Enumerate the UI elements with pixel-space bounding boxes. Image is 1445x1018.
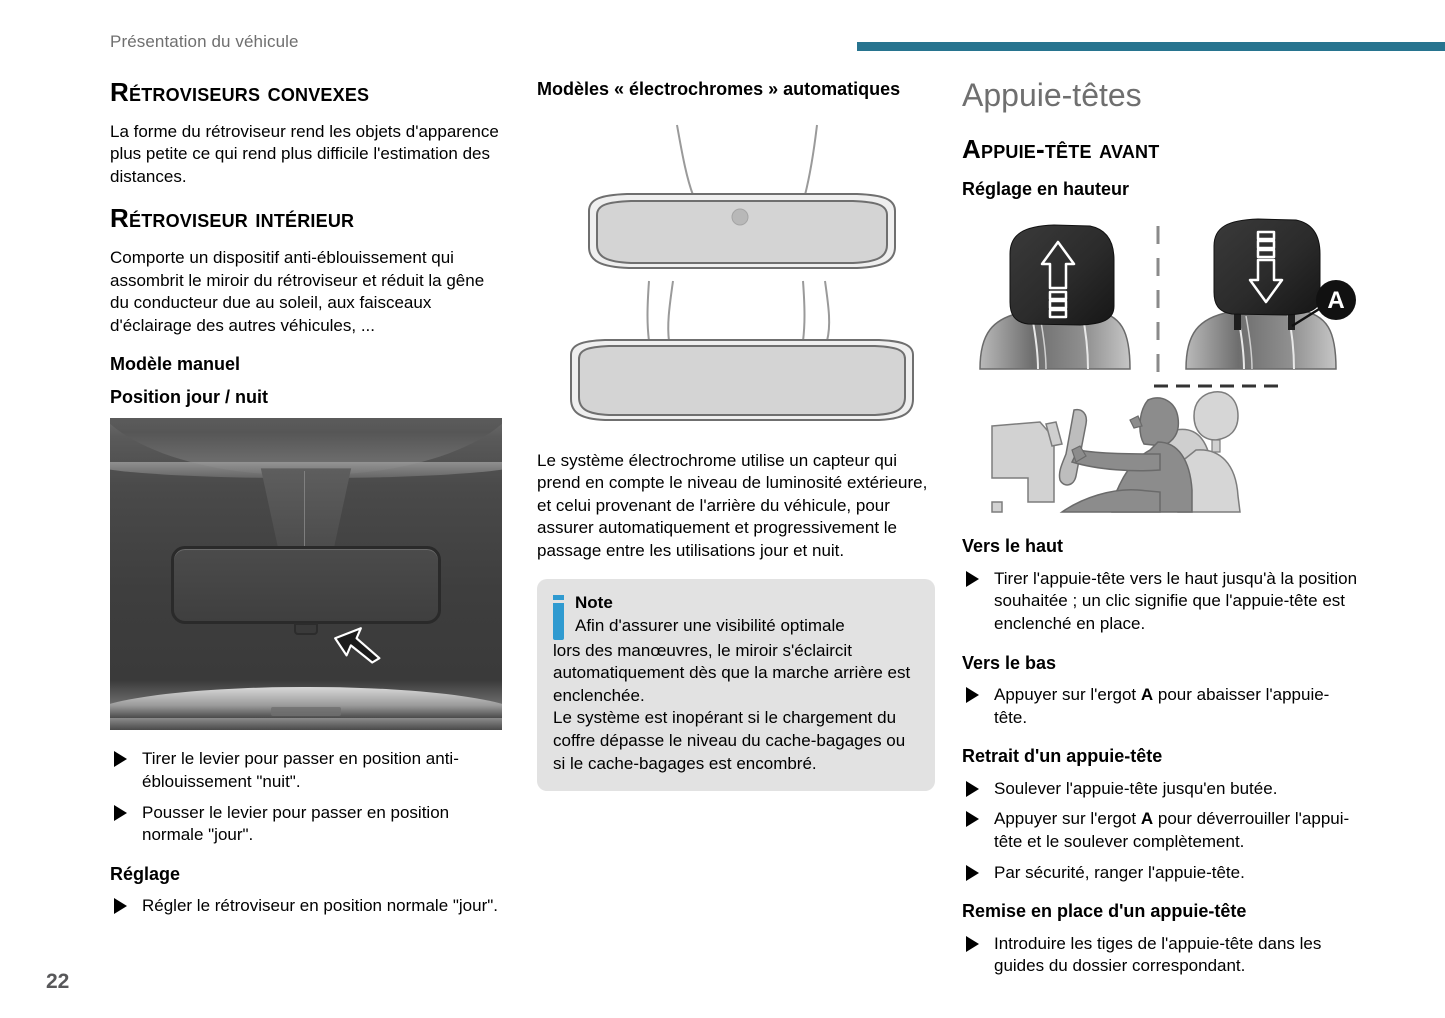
headrest-up-illustration bbox=[979, 224, 1131, 371]
subheading-electrochromes: Modèles « électrochromes » automatiques bbox=[537, 79, 901, 99]
triangle-bullet-icon bbox=[966, 811, 979, 828]
subheading-reglage: Réglage bbox=[110, 863, 181, 884]
bullet-list-remise: Introduire les tiges de l'appuie-tête da… bbox=[962, 933, 1362, 978]
triangle-bullet-icon bbox=[966, 687, 979, 704]
note-title: Note bbox=[575, 592, 613, 612]
electrochromic-mirror-diagram bbox=[570, 124, 914, 421]
paragraph-electrochrome: Le système électrochrome utilise un capt… bbox=[537, 450, 928, 560]
list-item: Régler le rétroviseur en position normal… bbox=[110, 895, 505, 918]
triangle-bullet-icon bbox=[114, 898, 127, 915]
paragraph-convexes: La forme du rétroviseur rend les objets … bbox=[110, 121, 499, 186]
pointer-arrow-icon bbox=[333, 627, 381, 664]
callout-circle-a bbox=[1316, 280, 1356, 321]
note-box: Note Afin d'assurer une visibilité optim… bbox=[537, 578, 935, 792]
right-column: Appuie-têtes Appuie-tête avant Réglage e… bbox=[962, 77, 1362, 992]
list-item: Introduire les tiges de l'appuie-tête da… bbox=[962, 933, 1362, 978]
note-first-line: Afin d'assurer une visibilité optimale bbox=[575, 615, 845, 635]
list-item-text: Appuyer sur l'ergot A pour abaisser l'ap… bbox=[994, 685, 1330, 727]
list-item: Appuyer sur l'ergot A pour déverrouiller… bbox=[962, 808, 1362, 853]
callout-label-a: A bbox=[1327, 287, 1344, 314]
header-rule bbox=[857, 42, 1445, 51]
triangle-bullet-icon bbox=[966, 935, 979, 952]
photo-mirror-stem bbox=[304, 471, 306, 553]
middle-column: Modèles « électrochromes » automatiques … bbox=[537, 78, 935, 792]
interior-mirror-photo bbox=[110, 418, 502, 731]
heading-appuie-tete-avant: Appuie-tête avant bbox=[962, 134, 1160, 165]
subheading-vers-le-haut: Vers le haut bbox=[962, 536, 1064, 557]
bullet-list-retrait: Soulever l'appuie-tête jusqu'en butée. A… bbox=[962, 778, 1362, 884]
list-item: Appuyer sur l'ergot A pour abaisser l'ap… bbox=[962, 684, 1362, 729]
running-head: Présentation du véhicule bbox=[110, 32, 299, 51]
heading-retroviseurs-convexes: Rétroviseurs convexes bbox=[110, 77, 370, 107]
list-item: Par sécurité, ranger l'appuie-tête. bbox=[962, 862, 1362, 885]
headrest-down-illustration: A bbox=[1185, 218, 1356, 371]
triangle-bullet-icon bbox=[966, 570, 979, 587]
info-icon bbox=[553, 594, 564, 640]
headrest-adjustment-diagram: A bbox=[979, 218, 1356, 514]
subheading-retrait: Retrait d'un appuie-tête bbox=[962, 746, 1163, 767]
list-item: Soulever l'appuie-tête jusqu'en butée. bbox=[962, 778, 1362, 801]
subheading-reglage-hauteur: Réglage en hauteur bbox=[962, 178, 1130, 199]
subheading-modele-manuel: Modèle manuel bbox=[110, 354, 241, 375]
bullet-list-lever: Tirer le levier pour passer en position … bbox=[110, 748, 505, 846]
triangle-bullet-icon bbox=[966, 864, 979, 881]
driver-posture-illustration bbox=[991, 384, 1278, 514]
bullet-list-reglage: Régler le rétroviseur en position normal… bbox=[110, 895, 505, 918]
photo-wiper bbox=[270, 707, 342, 717]
note-paragraph-1: lors des manœuvres, le miroir s'éclairci… bbox=[553, 640, 911, 705]
paragraph-interieur: Comporte un dispositif anti-éblouissemen… bbox=[110, 248, 485, 335]
subheading-vers-le-bas: Vers le bas bbox=[962, 652, 1057, 673]
list-item: Tirer l'appuie-tête vers le haut jusqu'à… bbox=[962, 568, 1362, 636]
list-item: Pousser le levier pour passer en positio… bbox=[110, 802, 505, 847]
bullet-list-vers-le-bas: Appuyer sur l'ergot A pour abaisser l'ap… bbox=[962, 684, 1362, 729]
page-title-appuie-tetes: Appuie-têtes bbox=[962, 77, 1142, 113]
triangle-bullet-icon bbox=[114, 804, 127, 821]
photo-overhead-console bbox=[260, 468, 352, 550]
bullet-list-vers-le-haut: Tirer l'appuie-tête vers le haut jusqu'à… bbox=[962, 568, 1362, 636]
list-item: Tirer le levier pour passer en position … bbox=[110, 748, 505, 793]
note-paragraph-2: Le système est inopérant si le chargemen… bbox=[553, 708, 906, 773]
note-body: lors des manœuvres, le miroir s'éclairci… bbox=[553, 640, 919, 776]
triangle-bullet-icon bbox=[966, 780, 979, 797]
page-number: 22 bbox=[46, 970, 70, 993]
subheading-position-jour-nuit: Position jour / nuit bbox=[110, 386, 268, 407]
heading-retroviseur-interieur: Rétroviseur intérieur bbox=[110, 203, 355, 234]
left-column: Rétroviseurs convexes La forme du rétrov… bbox=[110, 78, 505, 932]
photo-mirror-lever bbox=[294, 622, 318, 636]
triangle-bullet-icon bbox=[114, 751, 127, 768]
subheading-remise-en-place: Remise en place d'un appuie-tête bbox=[962, 901, 1247, 922]
photo-mirror-body bbox=[170, 546, 442, 625]
